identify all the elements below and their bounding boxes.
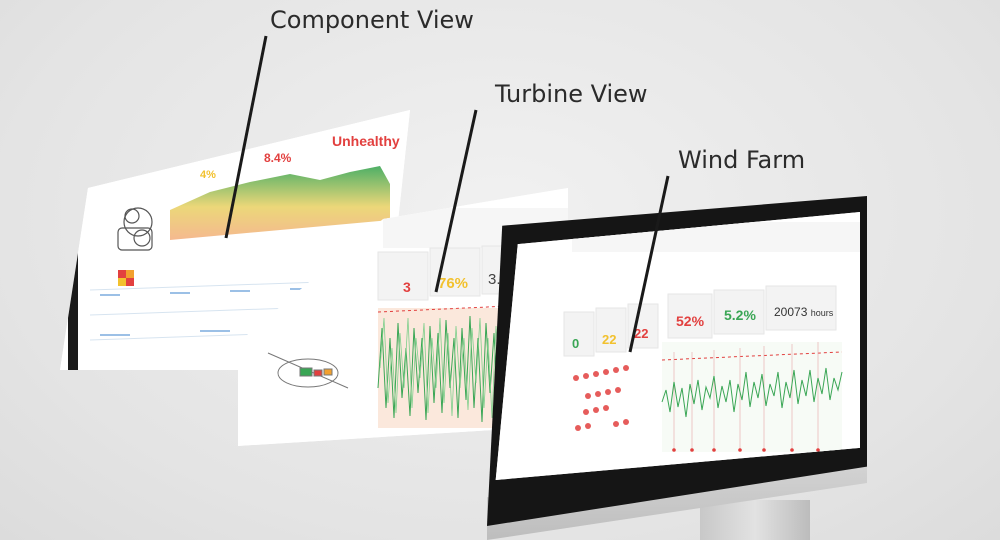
turbine-kpi-1: 3: [403, 279, 411, 295]
component-kpi-2: 8.4%: [264, 151, 292, 165]
wind-farm-svg: 0 22 22 52% 5.2% 20073 hours: [495, 212, 860, 480]
component-status: Unhealthy: [332, 133, 400, 149]
farm-kpi-1: 0: [572, 336, 579, 351]
farm-kpi-3: 22: [634, 326, 648, 341]
farm-kpi-4: 52%: [676, 313, 705, 329]
callout-turbine-view: Turbine View: [495, 80, 648, 108]
heat-cell: [126, 278, 134, 286]
farm-kpi-5: 5.2%: [724, 307, 756, 323]
callout-wind-farm: Wind Farm: [678, 146, 806, 174]
component-kpi-1: 4%: [200, 169, 216, 181]
turbine-status-dots: [573, 365, 629, 431]
turbine-nacelle-icon: [267, 352, 349, 389]
farm-kpi-2: 22: [602, 332, 616, 347]
turbine-kpi-2: 76%: [438, 275, 468, 292]
farm-kpi-6: 20073 hours: [774, 305, 834, 319]
component-sidebar: [68, 180, 78, 370]
callout-component-view: Component View: [270, 6, 474, 34]
gearbox-icon: [117, 207, 153, 251]
heat-cell: [118, 278, 126, 286]
farm-health-series: [661, 367, 843, 418]
monitor-stand: [700, 500, 810, 540]
heat-cell: [118, 270, 126, 278]
heat-cell: [126, 270, 134, 278]
wind-farm-screen: 0 22 22 52% 5.2% 20073 hours: [495, 212, 860, 480]
